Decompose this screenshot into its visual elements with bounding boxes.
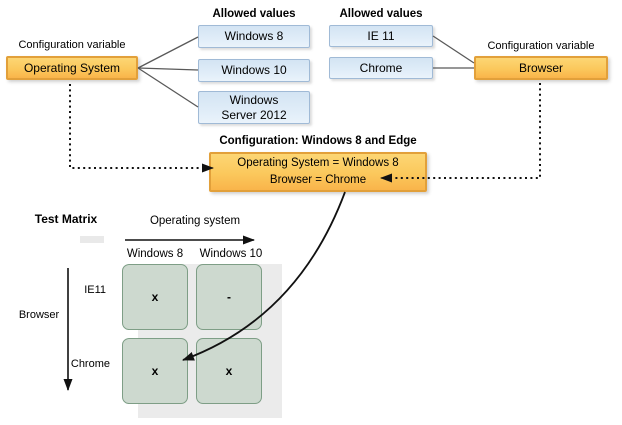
value-chrome-text: Chrome — [359, 60, 403, 75]
configuration-box: Operating System = Windows 8 Browser = C… — [209, 152, 427, 192]
value-box-windows10: Windows 10 — [198, 59, 310, 82]
matrix-x-axis-label: Operating system — [149, 215, 241, 227]
matrix-cell-value: x — [225, 364, 233, 378]
connector-os-to-windows10 — [137, 67, 199, 71]
value-ie11-text: IE 11 — [367, 28, 395, 43]
configuration-line-browser: Browser = Chrome — [269, 174, 367, 186]
matrix-cell-chrome-windows8: x — [122, 338, 188, 404]
left-allowed-values-header: Allowed values — [212, 8, 296, 20]
matrix-column-header-windows10: Windows 10 — [199, 248, 263, 260]
connector-os-to-windows8 — [137, 36, 199, 69]
matrix-y-axis-label: Browser — [18, 309, 60, 321]
value-windows8-text: Windows 8 — [224, 29, 284, 44]
matrix-row-label-ie11: IE11 — [84, 284, 106, 296]
matrix-cell-value: x — [151, 290, 159, 304]
matrix-cell-chrome-windows10: x — [196, 338, 262, 404]
value-box-ie11: IE 11 — [329, 25, 433, 47]
dashed-arrow-os-to-configuration — [69, 84, 214, 173]
operating-system-variable-box: Operating System — [6, 56, 138, 80]
value-windows-server-2012-text: Windows Server 2012 — [221, 93, 287, 122]
matrix-cell-ie11-windows10: - — [196, 264, 262, 330]
matrix-column-header-windows8: Windows 8 — [126, 248, 184, 260]
right-allowed-values-header: Allowed values — [339, 8, 423, 20]
connector-os-to-windows-server — [137, 67, 199, 108]
left-config-variable-label: Configuration variable — [18, 39, 126, 51]
matrix-row-label-chrome: Chrome — [70, 358, 110, 370]
right-config-variable-label: Configuration variable — [487, 40, 595, 52]
matrix-cell-ie11-windows8: x — [122, 264, 188, 330]
value-box-windows-server-2012: Windows Server 2012 — [198, 91, 310, 124]
browser-variable-text: Browser — [518, 61, 563, 75]
value-windows10-text: Windows 10 — [221, 63, 287, 78]
operating-system-variable-text: Operating System — [23, 61, 121, 75]
matrix-cell-value: x — [151, 364, 159, 378]
browser-variable-box: Browser — [474, 56, 608, 80]
configuration-line-os: Operating System = Windows 8 — [237, 156, 399, 169]
connector-ie11-to-browser — [432, 35, 475, 64]
configuration-title: Configuration: Windows 8 and Edge — [219, 135, 417, 147]
decorative-gray-fragment — [80, 236, 104, 243]
value-box-chrome: Chrome — [329, 57, 433, 79]
matrix-cell-value: - — [227, 290, 231, 304]
value-box-windows8: Windows 8 — [198, 25, 310, 48]
test-matrix-title: Test Matrix — [34, 212, 98, 226]
